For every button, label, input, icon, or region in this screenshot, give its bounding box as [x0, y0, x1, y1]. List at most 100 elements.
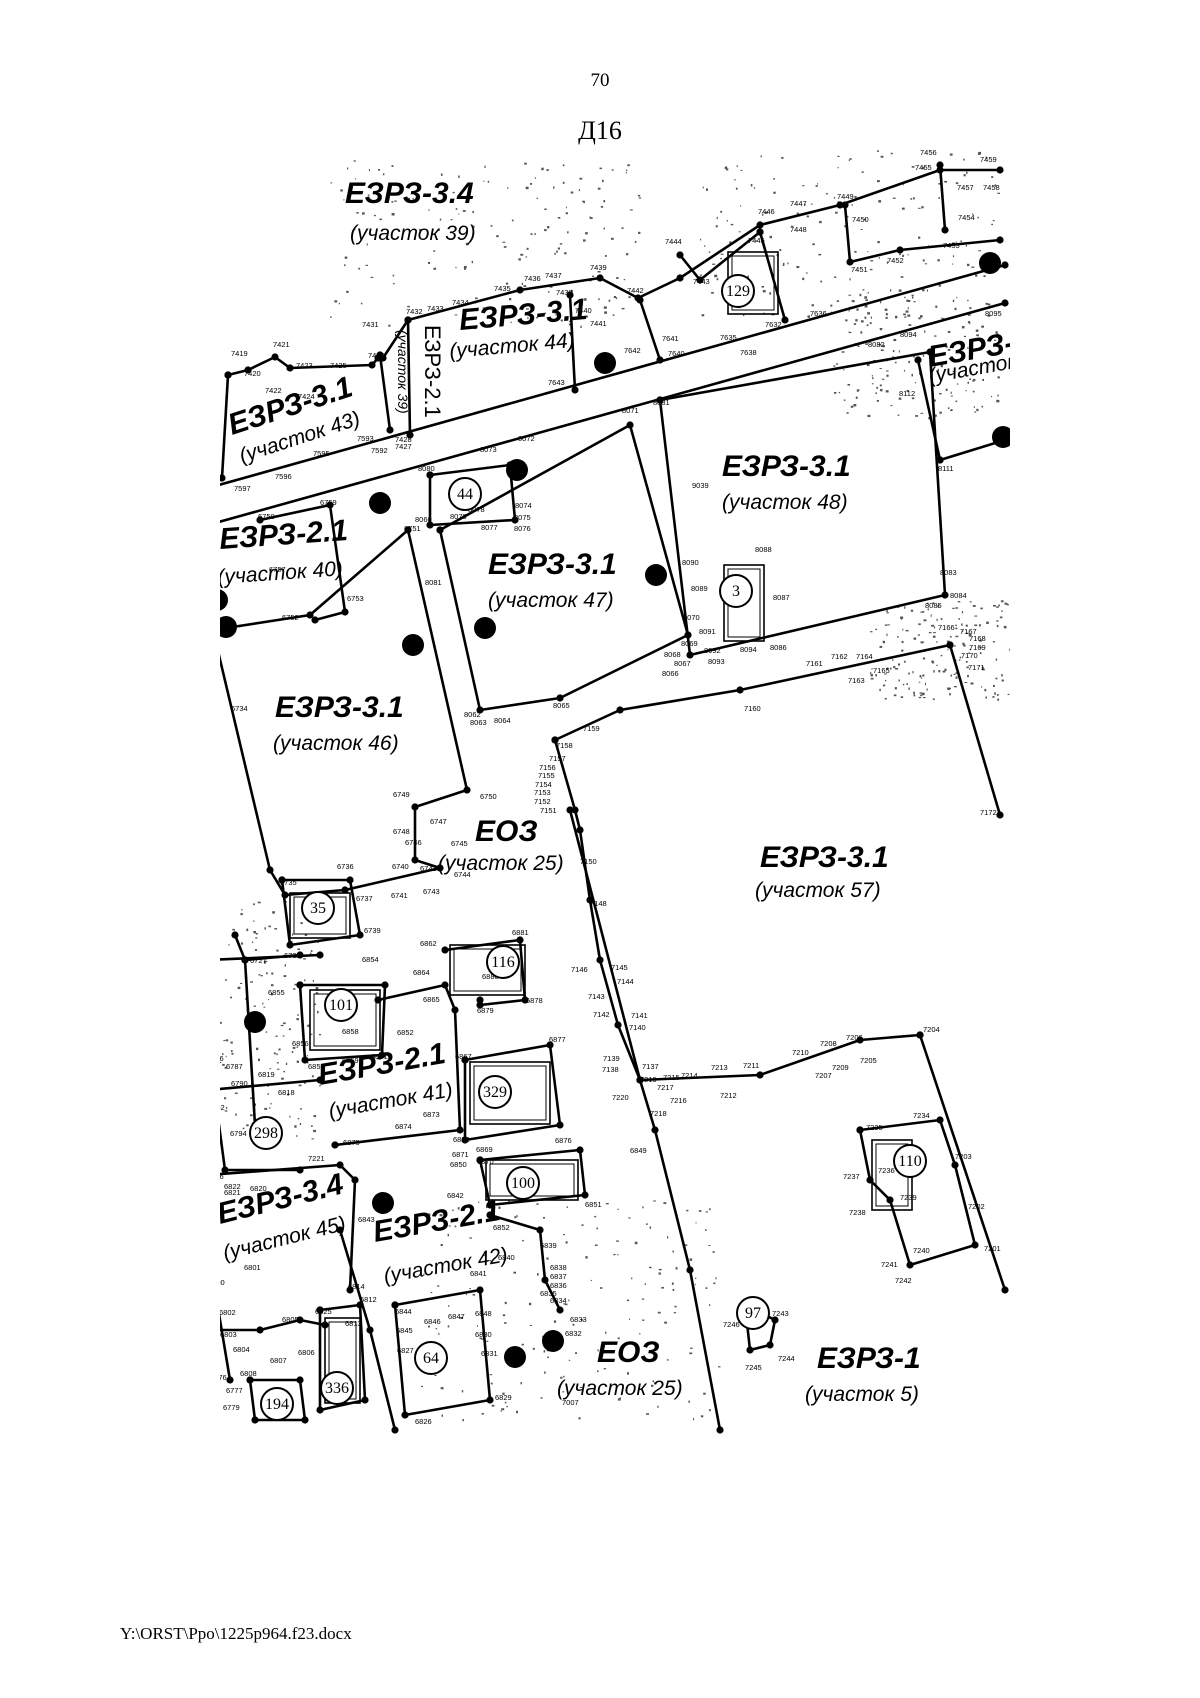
- scan-speck: [298, 1084, 302, 1087]
- point-number-label: 8112: [899, 389, 915, 398]
- point-number-label: 7246: [723, 1320, 740, 1329]
- scan-speck: [392, 274, 395, 277]
- scan-speck: [904, 606, 906, 609]
- boundary-line: [381, 168, 1000, 359]
- scan-speck: [975, 329, 979, 332]
- scan-speck: [260, 975, 263, 977]
- scan-speck: [914, 382, 916, 384]
- scan-speck: [642, 1319, 645, 1321]
- scan-speck: [973, 406, 975, 408]
- scan-speck: [525, 256, 528, 258]
- scan-speck: [994, 339, 997, 341]
- scan-speck: [847, 384, 851, 386]
- scan-speck: [875, 628, 878, 631]
- scan-speck: [955, 672, 958, 674]
- boundary-point: [906, 1261, 914, 1269]
- scan-speck: [223, 1039, 226, 1042]
- boundary-line: [220, 263, 1006, 486]
- point-number-label: 6833: [570, 1315, 587, 1324]
- boundary-point: [521, 996, 529, 1004]
- scan-speck: [496, 235, 499, 238]
- point-number-label: 7202: [968, 1202, 985, 1211]
- scan-speck: [978, 151, 982, 154]
- scan-speck: [920, 412, 924, 414]
- point-number-label: 7211: [743, 1061, 759, 1070]
- boundary-point: [946, 641, 954, 649]
- scan-speck: [253, 903, 255, 906]
- point-number-label: 7156: [539, 763, 556, 772]
- scan-speck: [524, 162, 527, 165]
- scan-speck: [278, 1048, 281, 1051]
- scan-speck: [702, 186, 704, 189]
- scan-speck: [653, 1200, 656, 1202]
- scan-speck: [273, 1052, 276, 1055]
- scan-speck: [851, 204, 853, 206]
- scan-speck: [990, 337, 992, 339]
- point-number-label: 6836: [550, 1281, 567, 1290]
- scan-speck: [481, 1413, 484, 1415]
- scan-speck: [965, 390, 967, 392]
- boundary-point: [636, 1076, 644, 1084]
- black-marker: [474, 617, 496, 639]
- boundary-point: [316, 951, 324, 959]
- boundary-line: [758, 231, 787, 321]
- scan-speck: [568, 1299, 570, 1302]
- scan-speck: [971, 213, 974, 215]
- scan-speck: [629, 1318, 631, 1320]
- scan-speck: [815, 185, 818, 187]
- scan-speck: [907, 314, 911, 317]
- scan-speck: [924, 330, 926, 333]
- scan-speck: [870, 631, 873, 633]
- scan-speck: [296, 1060, 299, 1063]
- point-number-label: 6855: [268, 988, 285, 997]
- scan-speck: [952, 299, 955, 303]
- scan-speck: [967, 675, 969, 678]
- boundary-point: [536, 1226, 544, 1234]
- scan-speck: [637, 194, 641, 197]
- scan-speck: [981, 325, 984, 328]
- scan-speck: [861, 171, 864, 173]
- scan-speck: [904, 660, 906, 663]
- plot-label: (участок 39): [395, 330, 411, 414]
- boundary-point: [221, 1166, 229, 1174]
- scan-speck: [441, 1414, 443, 1417]
- scan-speck: [334, 300, 338, 303]
- scan-speck: [879, 688, 881, 692]
- scan-speck: [949, 636, 952, 638]
- scan-speck: [954, 686, 957, 688]
- point-number-label: 7145: [611, 963, 628, 972]
- scan-speck: [391, 213, 395, 216]
- point-number-label: 8089: [691, 584, 708, 593]
- point-number-label: 7160: [744, 704, 761, 713]
- boundary-line: [938, 164, 947, 231]
- scan-speck: [616, 277, 619, 279]
- boundary-point: [231, 931, 239, 939]
- scan-speck: [921, 692, 925, 696]
- scan-speck: [504, 1401, 507, 1404]
- scan-speck: [937, 259, 940, 262]
- boundary-point: [366, 1326, 374, 1334]
- scan-speck: [255, 932, 258, 935]
- scan-speck: [961, 611, 964, 614]
- scan-speck: [715, 1277, 717, 1280]
- scan-speck: [501, 1408, 505, 1411]
- scan-speck: [544, 312, 547, 314]
- point-number-label: 7426: [368, 351, 385, 360]
- scan-speck: [907, 300, 911, 302]
- point-number-label: 6751: [404, 524, 421, 533]
- scan-speck: [344, 264, 346, 267]
- scan-speck: [556, 310, 559, 313]
- boundary-point: [516, 286, 524, 294]
- boundary-point: [404, 316, 412, 324]
- building-footprint-inner: [473, 1065, 547, 1121]
- point-number-label: 6812: [360, 1295, 377, 1304]
- boundary-line: [220, 1078, 321, 1091]
- scan-speck: [373, 214, 376, 217]
- scan-speck: [412, 197, 414, 200]
- scan-speck: [967, 381, 969, 384]
- scan-speck: [981, 666, 984, 669]
- scan-speck: [760, 155, 762, 158]
- scan-speck: [946, 640, 950, 643]
- boundary-point: [246, 1376, 254, 1384]
- scan-speck: [264, 927, 266, 930]
